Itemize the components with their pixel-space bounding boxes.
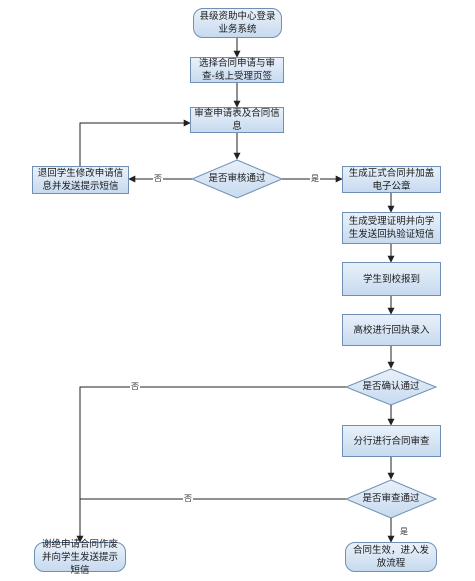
receipt-entry-node: 高校进行回执录入 [342,314,441,346]
start-node: 县级资助中心登录业务系统 [193,8,282,38]
return-edit-node: 退回学生修改申请信息并发送提示短信 [32,166,129,194]
decision-approved-label: 是否审核通过 [208,173,266,184]
reject-node: 谢绝申请合同作废并向学生发送提示短信 [34,539,126,576]
decision-bank-label: 是否审查通过 [362,493,420,504]
decision-approved-shape [190,159,284,199]
edge-label-yes-approved: 是 [310,174,320,183]
edge-label-yes-bank: 是 [399,527,409,536]
acceptance-certificate-node: 生成受理证明并向学生发送回执验证短信 [342,212,441,244]
select-tab-node: 选择合同申请与审查-线上受理页签 [190,57,284,83]
decision-confirm-label: 是否确认通过 [362,381,420,392]
review-application-node: 审查申请表及合同信息 [190,107,284,133]
edge-label-no-approved: 否 [153,174,163,183]
edge-label-no-confirm: 否 [130,382,140,391]
student-checkin-node: 学生到校报到 [342,262,441,296]
edge-return-loop [79,119,191,166]
bank-review-node: 分行进行合同审查 [342,425,441,457]
edge-confirm-reject [76,386,346,543]
generate-contract-node: 生成正式合同并加盖电子公章 [342,166,441,193]
contract-effective-node: 合同生效，进入发放流程 [345,542,437,572]
edge-label-no-bank: 否 [183,494,193,503]
